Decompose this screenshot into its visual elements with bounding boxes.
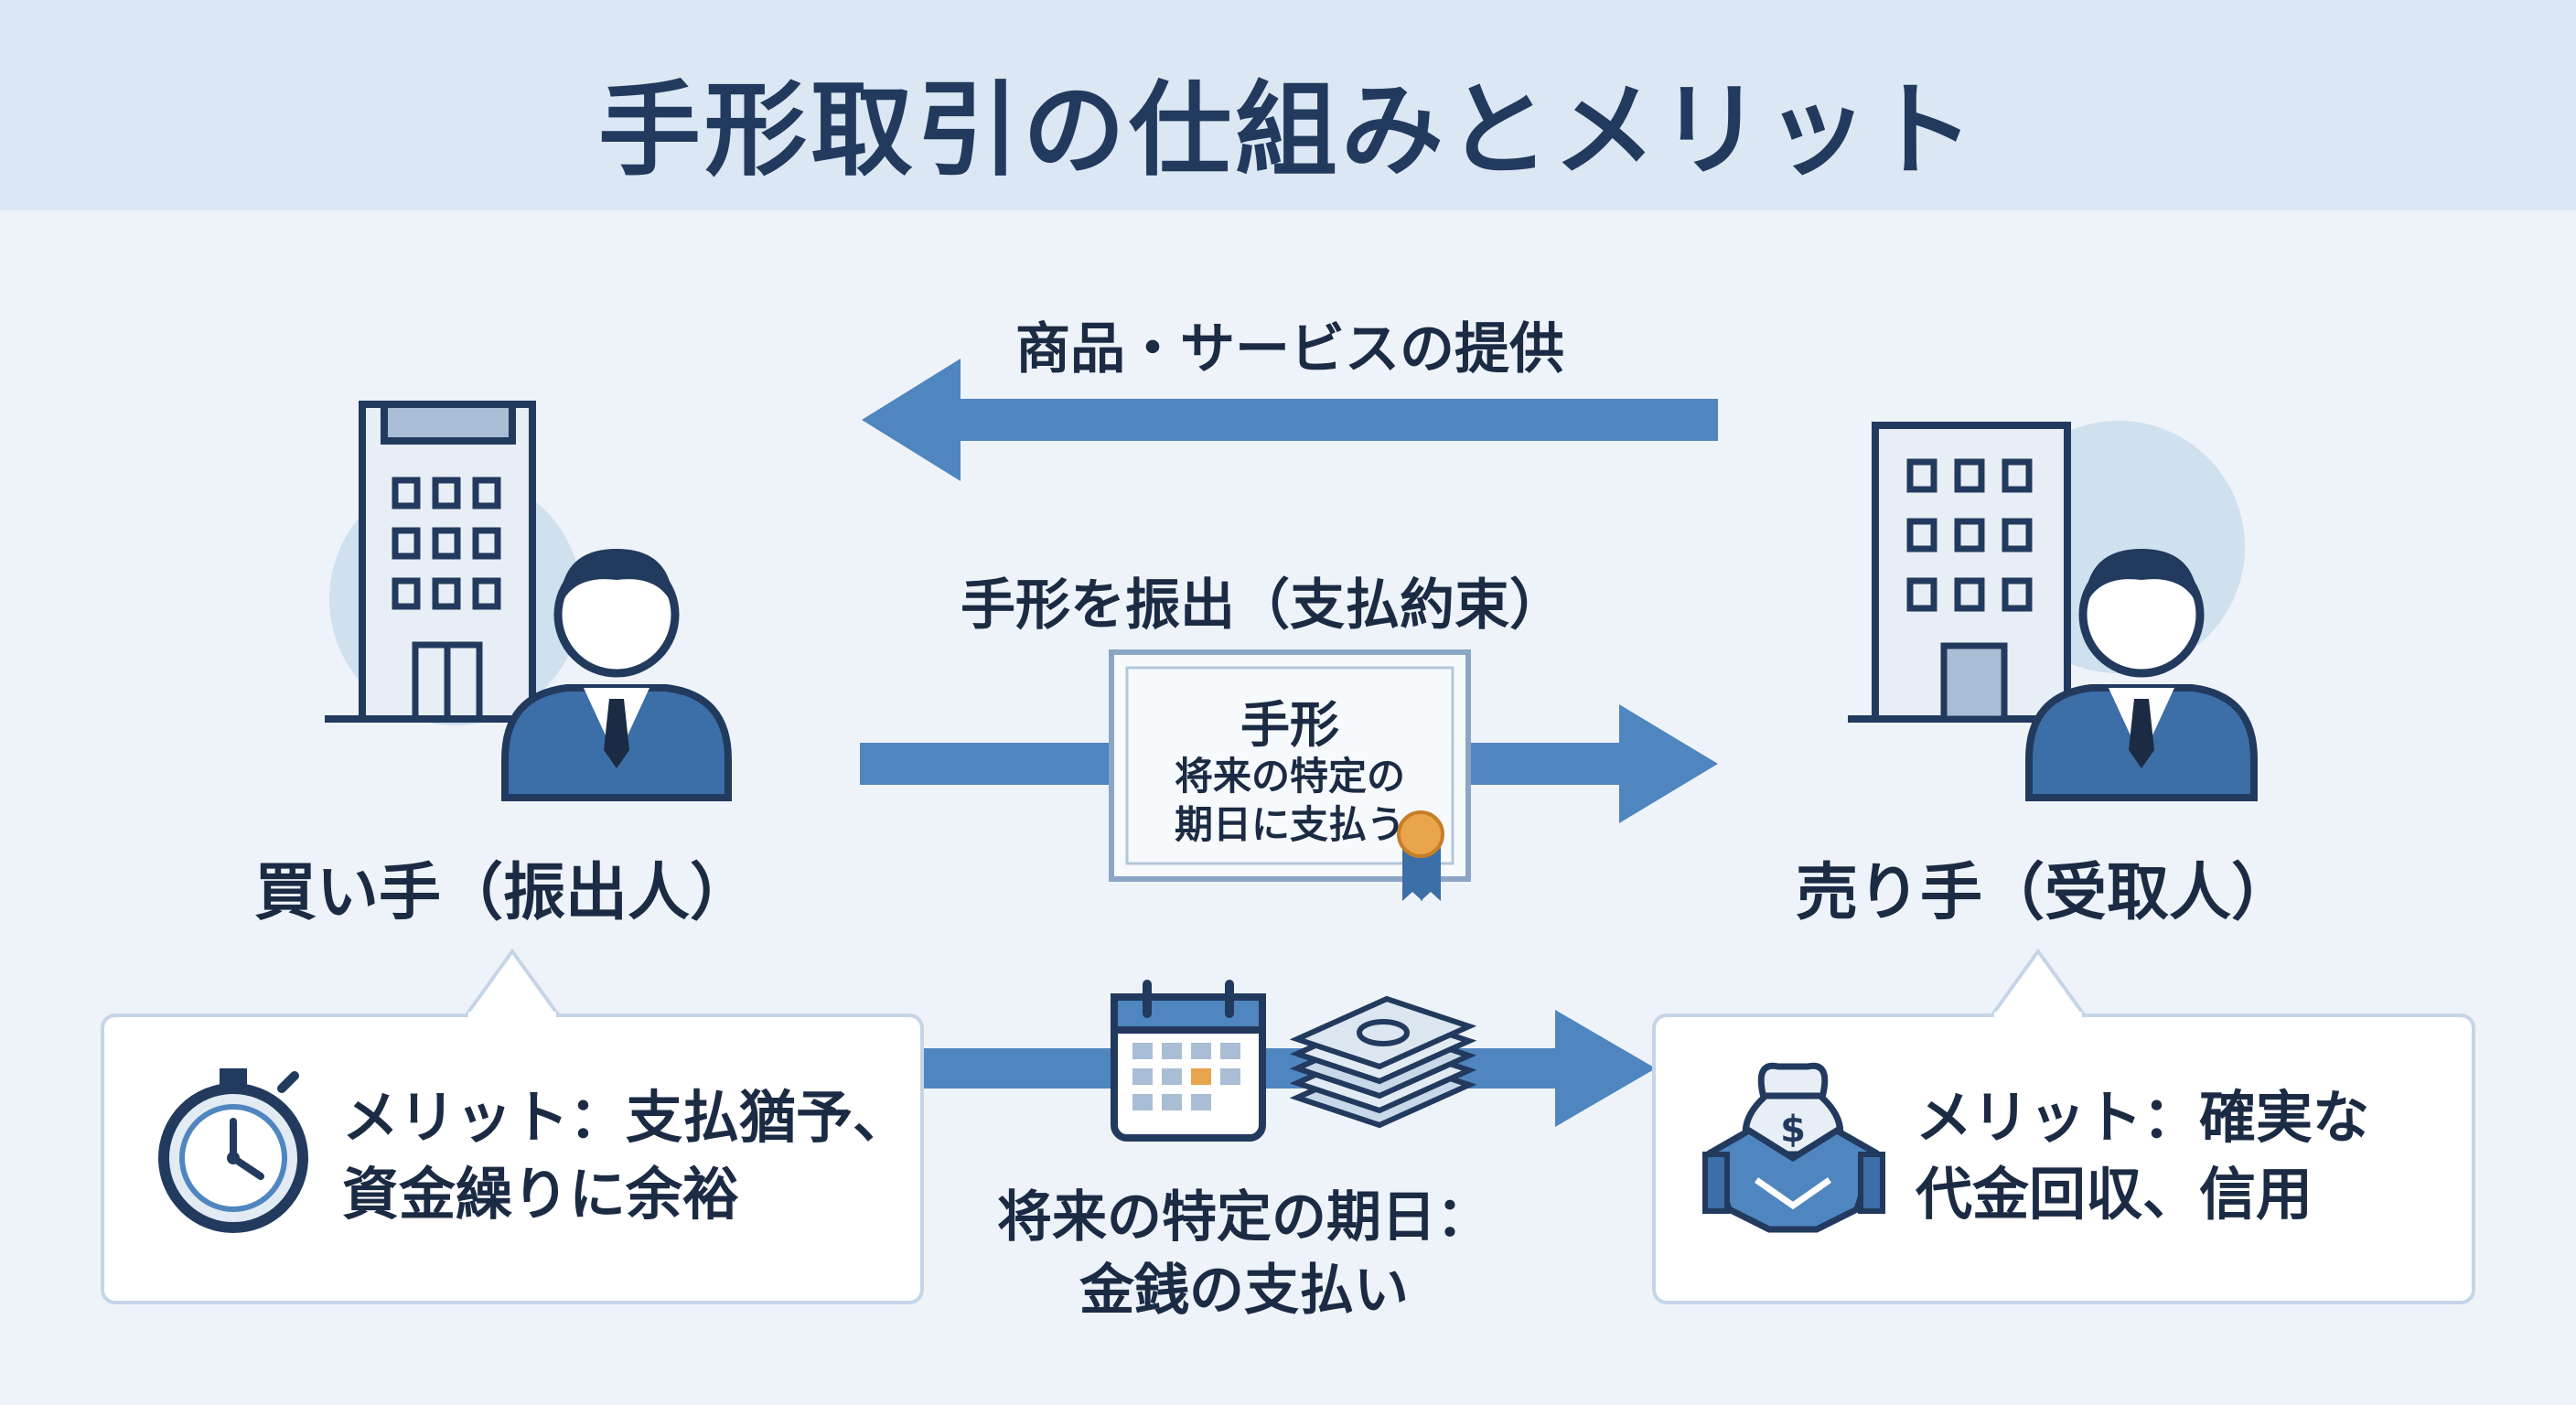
seller-merit-line2: 代金回収、信用 bbox=[1916, 1161, 2313, 1228]
service-label: 商品・サービスの提供 bbox=[1015, 317, 1564, 381]
note-heading: 手形 bbox=[1240, 696, 1339, 754]
money-stack-icon bbox=[1289, 995, 1477, 1129]
note-line1: 将来の特定の bbox=[1174, 754, 1405, 799]
promissory-note-icon bbox=[1109, 649, 1471, 901]
page-title: 手形取引の仕組みとメリット bbox=[598, 71, 1978, 190]
seller-pointer-seam bbox=[1994, 1012, 2082, 1021]
buyer-merit-line2: 資金繰りに余裕 bbox=[342, 1161, 740, 1228]
seller-icon bbox=[1848, 421, 2258, 801]
payment-label-line2: 金銭の支払い bbox=[1079, 1259, 1409, 1323]
moneybag-handshake-icon: $ bbox=[1702, 1062, 1885, 1233]
svg-text:$: $ bbox=[1780, 1109, 1806, 1151]
seller-label: 売り手（受取人） bbox=[1795, 857, 2293, 929]
calendar-icon bbox=[1111, 980, 1266, 1142]
service-arrow bbox=[862, 359, 1718, 481]
seller-merit-line1: メリット：確実な bbox=[1916, 1084, 2370, 1151]
note-line2: 期日に支払う bbox=[1174, 802, 1405, 847]
buyer-merit-line1: メリット：支払猶予、 bbox=[342, 1084, 910, 1151]
buyer-icon bbox=[325, 401, 732, 801]
payment-label-line1: 将来の特定の期日： bbox=[997, 1185, 1491, 1249]
header-band bbox=[0, 0, 2576, 210]
buyer-label: 買い手（振出人） bbox=[253, 857, 752, 929]
issue-label: 手形を振出（支払約束） bbox=[961, 574, 1564, 638]
stopwatch-icon bbox=[158, 1068, 308, 1233]
buyer-pointer-seam bbox=[468, 1012, 556, 1021]
